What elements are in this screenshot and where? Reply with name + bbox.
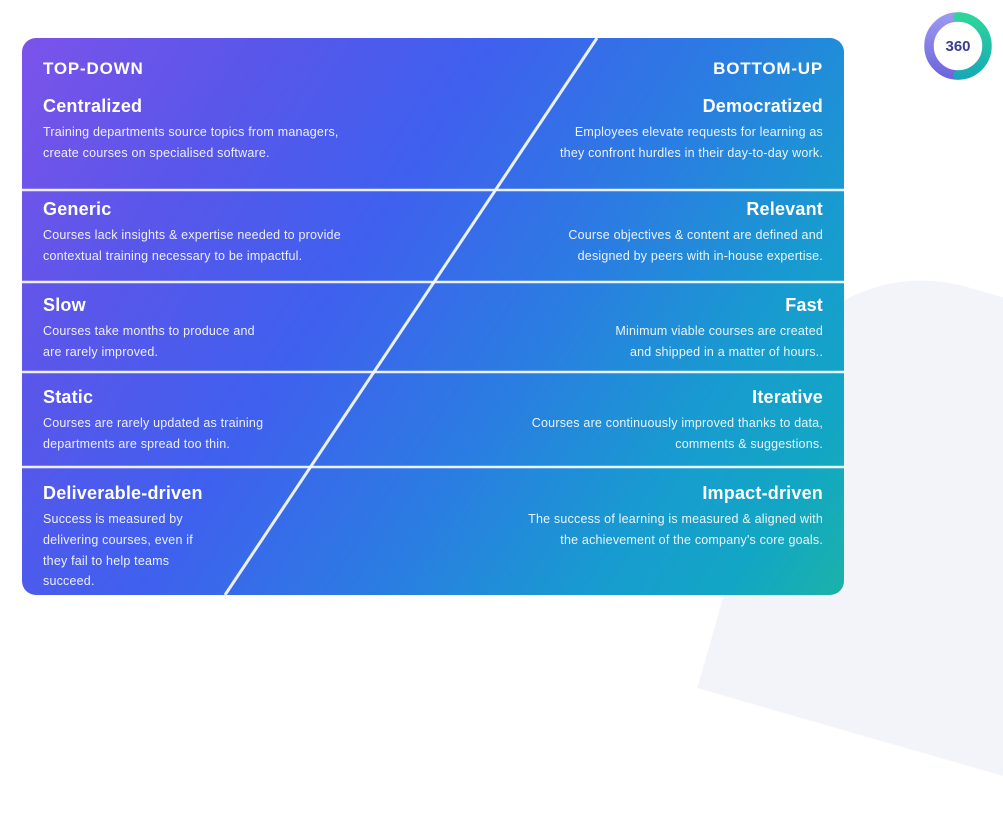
row-description: Minimum viable courses are created and s… (615, 324, 823, 359)
row-slow-fast: Slow Courses take months to produce and … (22, 282, 844, 372)
row-deliverable-impact: Deliverable-driven Success is measured b… (22, 467, 844, 595)
row-title: Static (43, 387, 94, 407)
row-description: Course objectives & content are defined … (568, 228, 823, 263)
row-description: Courses take months to produce and are r… (43, 324, 255, 359)
row-description: The success of learning is measured & al… (528, 512, 823, 547)
row-title: Democratized (702, 96, 823, 116)
row-title: Generic (43, 199, 112, 219)
logo-label: 360 (945, 38, 970, 55)
row-description: Success is measured by delivering course… (43, 512, 193, 589)
row-title: Centralized (43, 96, 143, 116)
row-title: Impact-driven (702, 483, 823, 503)
bottom-up-header: BOTTOM-UP (713, 59, 823, 78)
comparison-card: TOP-DOWN Centralized Training department… (22, 38, 844, 595)
row-description: Courses are rarely updated as training d… (43, 416, 264, 451)
360-ring-icon: 360 (924, 12, 992, 80)
row-description: Courses lack insights & expertise needed… (43, 228, 341, 263)
top-down-header: TOP-DOWN (43, 59, 144, 78)
row-description: Employees elevate requests for learning … (560, 125, 823, 160)
row-title: Deliverable-driven (43, 483, 203, 503)
logo-badge: 360 (921, 9, 995, 83)
divider-lines (22, 38, 844, 595)
row-title: Relevant (746, 199, 823, 219)
row-title: Fast (785, 295, 823, 315)
diagonal-divider (223, 38, 599, 595)
row-title: Slow (43, 295, 86, 315)
row-centralized-democratized: TOP-DOWN Centralized Training department… (22, 38, 844, 190)
row-description: Training departments source topics from … (43, 125, 339, 160)
row-static-iterative: Static Courses are rarely updated as tra… (22, 372, 844, 467)
row-generic-relevant: Generic Courses lack insights & expertis… (22, 190, 844, 282)
row-description: Courses are continuously improved thanks… (531, 416, 823, 451)
row-title: Iterative (752, 387, 823, 407)
